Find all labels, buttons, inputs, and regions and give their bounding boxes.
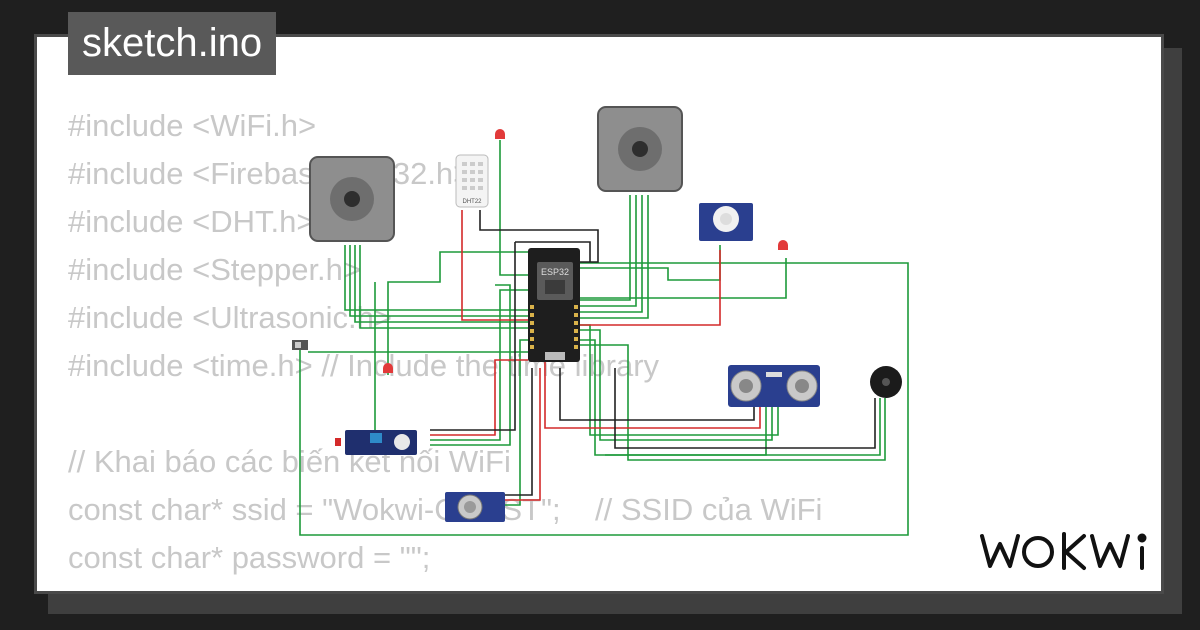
- code-line: #include <WiFi.h>: [68, 108, 317, 143]
- code-line: #include <Stepper.h>: [68, 252, 362, 287]
- wire: [580, 195, 631, 301]
- slide-switch: [292, 340, 308, 350]
- light-sensor-module: [335, 430, 417, 455]
- wire: [344, 245, 528, 311]
- wire: [580, 329, 773, 441]
- wire: [544, 360, 761, 429]
- wire: [430, 359, 528, 436]
- file-title: sketch.ino: [68, 12, 277, 75]
- wire: [359, 245, 528, 329]
- wire: [580, 250, 721, 326]
- wire: [299, 262, 909, 536]
- led-bottom: [383, 363, 393, 373]
- wire: [505, 339, 528, 506]
- wire: [580, 258, 787, 299]
- wire: [559, 368, 755, 421]
- wire: [349, 245, 528, 317]
- wire: [505, 368, 533, 496]
- dht22-label: DHT22: [462, 199, 482, 205]
- esp32-board: ESP32: [528, 248, 580, 362]
- ultrasonic-sensor: [728, 365, 820, 407]
- led-right: [778, 240, 788, 250]
- wire: [580, 195, 649, 319]
- code-line: #include <time.h> // Include the time li…: [68, 348, 660, 383]
- code-line: #include <Ultrasonic.h>: [68, 300, 392, 335]
- stepper-motor-left: [309, 156, 395, 242]
- wire: [387, 251, 528, 375]
- wire: [430, 242, 516, 431]
- stepper-motor-right: [597, 106, 683, 192]
- buzzer: [870, 366, 902, 398]
- wire: [505, 368, 541, 501]
- esp32-label: ESP32: [541, 267, 569, 277]
- wire: [515, 241, 591, 262]
- code-line: #include <DHT.h>: [68, 204, 315, 239]
- wokwi-logo: [980, 532, 1147, 570]
- wire: [461, 210, 528, 321]
- wire: [354, 245, 528, 323]
- code-line: // Khai báo các biến kết nối WiFi: [68, 444, 511, 479]
- dht22-sensor: DHT22: [455, 154, 489, 208]
- wire: [605, 398, 881, 456]
- code-line: const char* ssid = "Wokwi-GUEST"; // SSI…: [68, 492, 823, 527]
- wire: [499, 140, 528, 276]
- led-top: [495, 129, 505, 139]
- wire: [430, 284, 511, 446]
- code-line: const char* password = "";: [68, 540, 431, 575]
- wire: [580, 195, 643, 313]
- wires: [299, 140, 909, 536]
- wire: [580, 195, 637, 307]
- wire: [580, 344, 886, 461]
- pir-sensor: [699, 203, 753, 241]
- wire: [430, 289, 528, 441]
- wire: [479, 210, 599, 263]
- wire: [614, 368, 876, 449]
- gas-sensor-module: [445, 492, 505, 522]
